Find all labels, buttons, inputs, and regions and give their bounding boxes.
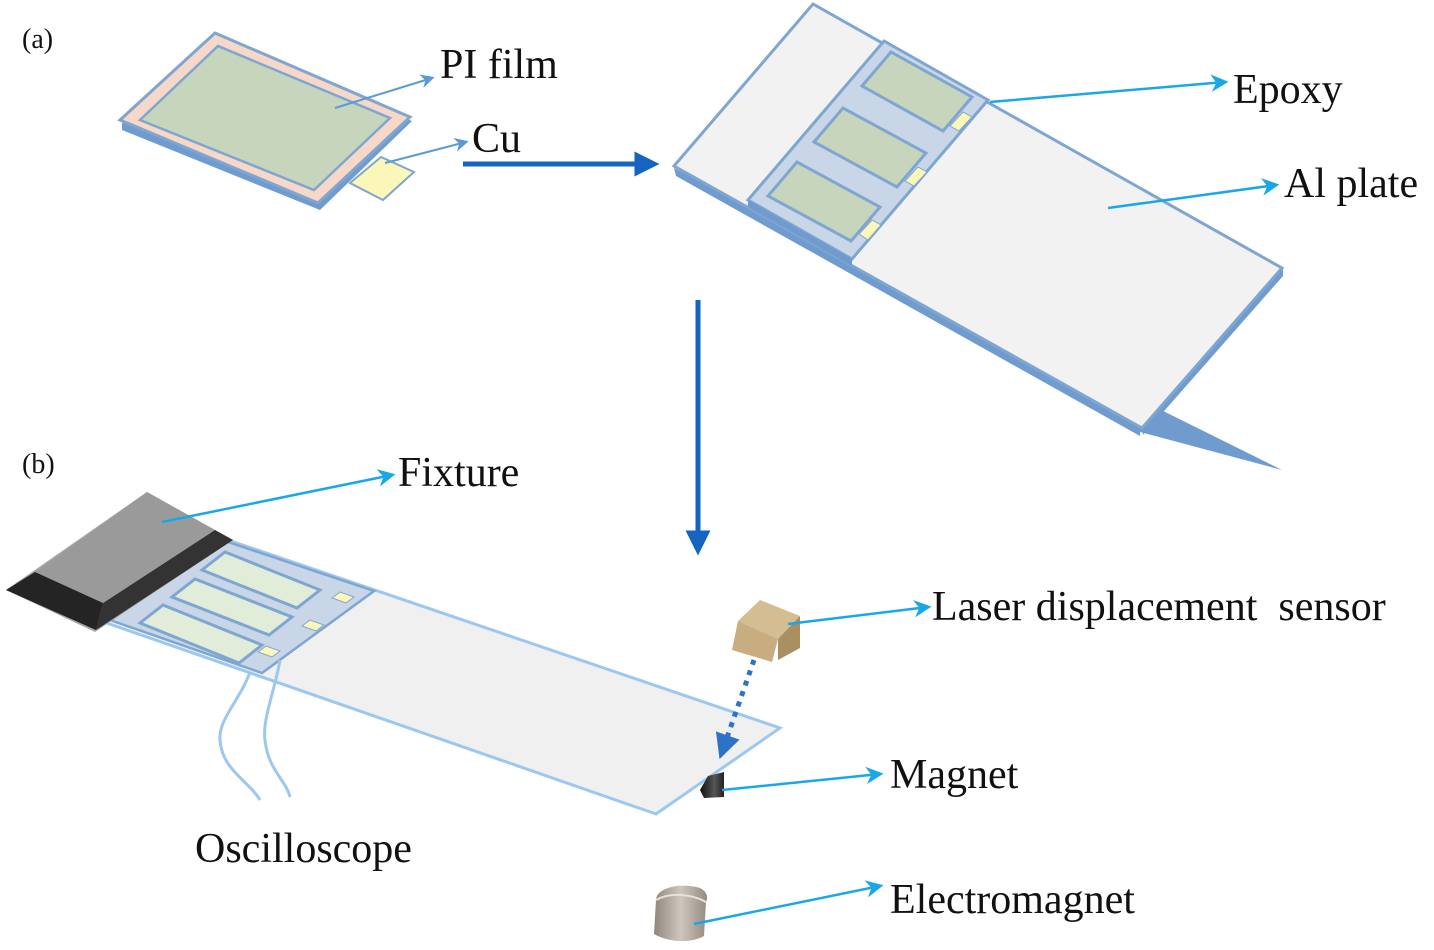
cu-callout-arrow	[384, 138, 469, 164]
pi-film-sensor	[117, 31, 416, 210]
fixture-callout-arrow	[161, 469, 396, 524]
label-fixture: Fixture	[398, 450, 519, 496]
label-oscilloscope: Oscilloscope	[195, 826, 412, 872]
magnet	[700, 772, 724, 798]
cu-electrode	[348, 155, 416, 202]
wire-right	[263, 659, 292, 798]
bonded-sensor-cell	[137, 603, 282, 665]
laser-sensor-callout-arrow	[787, 600, 932, 626]
fixture-side-front	[96, 530, 233, 630]
electromagnet	[654, 885, 708, 942]
magnet-callout-arrow	[721, 766, 884, 792]
al-plate-assembly	[671, 2, 1285, 470]
laser-sensor	[732, 600, 800, 662]
label-magnet: Magnet	[890, 752, 1019, 798]
electromagnet-callout-arrow	[693, 880, 884, 926]
label-pi-film: PI film	[440, 42, 558, 88]
label-al-plate: Al plate	[1284, 161, 1418, 207]
pi-film-active-area	[137, 44, 393, 192]
bonded-sensor-cell	[859, 50, 975, 133]
label-epoxy: Epoxy	[1233, 67, 1343, 113]
panel-b: (b)	[6, 449, 1386, 942]
al-plate-callout-arrow	[1107, 178, 1280, 210]
bonded-sensor-cell	[765, 160, 883, 243]
label-laser-sensor: Laser displacement sensor	[932, 584, 1386, 630]
bonded-sensor-cell	[811, 106, 929, 189]
bonded-sensor-cell	[199, 550, 356, 610]
pi-film-callout-arrow	[334, 74, 435, 109]
wire-left	[218, 671, 262, 801]
label-cu: Cu	[472, 116, 521, 162]
label-electromagnet: Electromagnet	[890, 877, 1135, 923]
epoxy-callout-arrow	[989, 74, 1229, 104]
al-plate-edge-end	[1143, 268, 1283, 435]
epoxy-edge	[748, 200, 852, 266]
panel-a-label: (a)	[22, 24, 53, 55]
panel-a: (a) PI film Cu	[22, 2, 1418, 470]
laser-beam	[715, 659, 757, 760]
bonded-sensor-cell	[169, 577, 326, 637]
panel-b-label: (b)	[22, 449, 55, 480]
